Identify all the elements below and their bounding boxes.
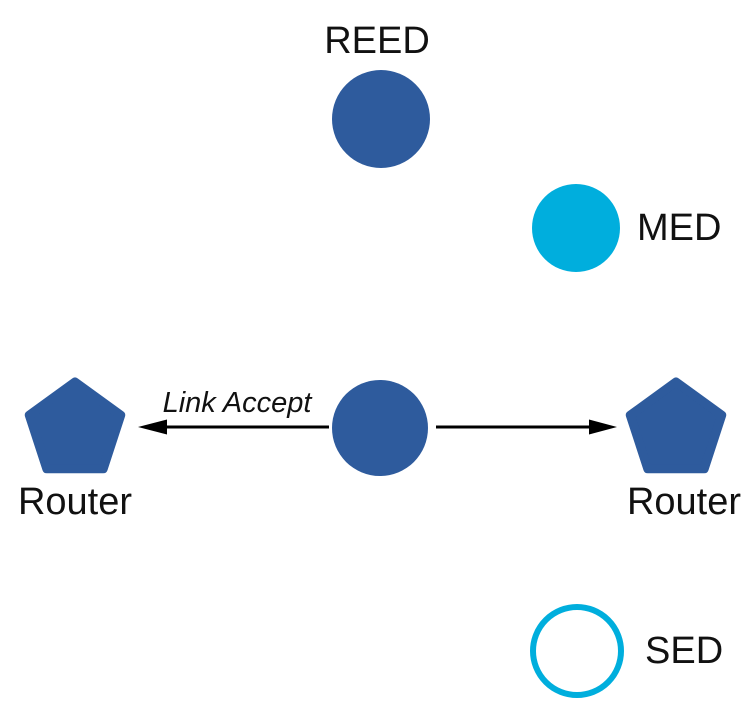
reed-node-circle — [332, 70, 430, 168]
edge-right-arrowhead-icon — [589, 419, 617, 435]
sed-node-label: SED — [645, 630, 724, 672]
router-right-label: Router — [626, 481, 742, 523]
sed-node-ring — [530, 604, 624, 698]
edge-left-arrowhead-icon — [138, 419, 167, 435]
router-left-pentagon — [24, 377, 126, 474]
med-node-circle — [532, 184, 620, 272]
router-left-label: Router — [17, 481, 133, 523]
med-node-label: MED — [637, 207, 722, 249]
edge-left-label: Link Accept — [162, 387, 312, 419]
center-node-circle — [332, 380, 428, 476]
router-right-pentagon — [625, 377, 727, 474]
reed-node-label: REED — [324, 20, 430, 62]
